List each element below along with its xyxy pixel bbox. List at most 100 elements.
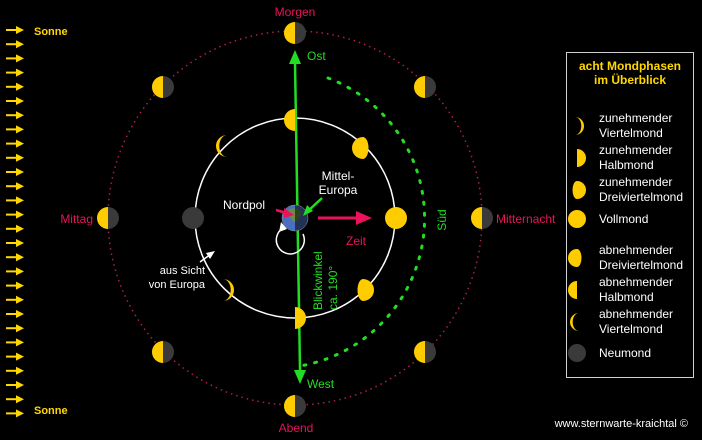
orbit-moon-first-quarter [295, 307, 306, 329]
sunlight-arrow [6, 395, 24, 404]
sunlight-arrow [6, 239, 24, 247]
central-europe-label: Mittel-Europa [319, 169, 358, 197]
orbit-moon-full [385, 207, 407, 229]
sunlight-arrow [6, 281, 24, 290]
sunlight-arrows [6, 26, 24, 418]
legend-label: abnehmender Dreiviertelmond [599, 243, 684, 272]
legend-label: zunehmender Halbmond [599, 143, 673, 172]
sunlight-arrow [6, 324, 24, 333]
outer-moon [284, 395, 306, 417]
waning-crescent-moon-icon [570, 313, 579, 331]
south-label: Süd [435, 209, 449, 230]
sunlight-arrow [6, 139, 24, 148]
sunlight-arrow [6, 40, 24, 49]
west-label: West [307, 377, 335, 391]
legend-item-last-quarter: abnehmender Halbmond [567, 275, 695, 309]
outer-moon [152, 341, 174, 363]
orbit-moon-waning-crescent [216, 135, 227, 157]
waxing-crescent-icon [575, 117, 584, 135]
east-arrowhead [289, 50, 301, 64]
legend-label: zunehmender Viertelmond [599, 111, 673, 140]
sunlight-arrow [6, 111, 24, 120]
legend-label: abnehmender Viertelmond [599, 307, 674, 336]
outer-moon [414, 341, 436, 363]
sunlight-arrow [6, 310, 24, 318]
sunlight-arrow [6, 68, 24, 77]
sunlight-arrow [6, 210, 24, 219]
visibility-arc [298, 76, 427, 368]
first-quarter-icon [577, 149, 586, 167]
north-pole-label: Nordpol [223, 198, 265, 212]
full-moon-moon-icon [568, 210, 586, 228]
sunlight-arrow [6, 168, 24, 176]
orbit-moon-new [182, 207, 204, 229]
legend-label: Vollmond [599, 212, 649, 226]
waxing-crescent-moon-icon [575, 117, 584, 135]
morning-label: Morgen [275, 5, 316, 19]
new-moon-moon-icon [568, 344, 586, 362]
waxing-gibbous-moon-icon [572, 181, 586, 199]
legend-item-full-moon: Vollmond [567, 209, 695, 243]
outer-moon [414, 76, 436, 98]
midnight-label: Mitternacht [496, 212, 556, 226]
legend-item-waxing-gibbous: zunehmender Dreiviertelmond [567, 175, 695, 209]
europe-arrowhead [303, 205, 313, 216]
sunlight-arrow [6, 26, 24, 34]
sunlight-arrow [6, 196, 24, 205]
sunlight-arrow [6, 54, 24, 63]
sun-label-top: Sonne [34, 26, 68, 38]
new-moon-icon [568, 344, 586, 362]
full-moon-icon [568, 210, 586, 228]
east-label: Ost [307, 49, 326, 63]
credit-text: www.sternwarte-kraichtal © [554, 418, 688, 430]
sunlight-arrow [6, 366, 24, 375]
legend-label: Neumond [599, 346, 652, 360]
legend-item-waxing-crescent: zunehmender Viertelmond [567, 111, 695, 145]
sunlight-arrow [6, 182, 24, 191]
outer-moon [284, 22, 306, 44]
legend-label: zunehmender Dreiviertelmond [599, 175, 684, 204]
sunlight-arrow [6, 82, 24, 91]
sunlight-arrow [6, 97, 24, 105]
time-label: Zeit [346, 234, 367, 248]
sunlight-arrow [6, 352, 24, 361]
sunlight-arrow [6, 409, 24, 418]
view-angle-label: Blickwinkelca. 190° [311, 251, 340, 310]
orbit-moon-last-quarter [284, 109, 295, 131]
outer-moon [97, 207, 119, 229]
noon-label: Mittag [60, 212, 93, 226]
sunlight-arrow [6, 338, 24, 347]
first-quarter-moon-icon [577, 149, 586, 167]
orbit-moon-waxing-gibbous [357, 279, 374, 301]
waning-gibbous-icon [568, 249, 582, 267]
sunlight-arrow [6, 381, 24, 389]
last-quarter-icon [568, 281, 577, 299]
orbit-moon-waxing-crescent [223, 279, 234, 301]
outer-moon [471, 207, 493, 229]
rotation-arrow [275, 227, 306, 255]
waxing-gibbous-icon [572, 181, 586, 199]
rotation-arrowhead [279, 222, 287, 232]
sunlight-arrow [6, 267, 24, 276]
sunlight-arrow [6, 125, 24, 134]
orbit-moon-waning-gibbous [352, 137, 369, 159]
sunlight-arrow [6, 153, 24, 162]
last-quarter-moon-icon [568, 281, 577, 299]
view-arrowhead [206, 251, 215, 259]
west-arrowhead [294, 370, 306, 384]
moon-phase-markers [97, 22, 493, 417]
sun-label-bottom: Sonne [34, 405, 68, 417]
sunlight-arrow [6, 253, 24, 262]
legend-item-waning-crescent: abnehmender Viertelmond [567, 307, 695, 341]
evening-label: Abend [279, 421, 314, 435]
legend-item-waning-gibbous: abnehmender Dreiviertelmond [567, 243, 695, 277]
legend-item-new-moon: Neumond [567, 343, 695, 377]
time-arrowhead [356, 211, 372, 225]
waning-crescent-icon [570, 313, 579, 331]
legend-label: abnehmender Halbmond [599, 275, 674, 304]
